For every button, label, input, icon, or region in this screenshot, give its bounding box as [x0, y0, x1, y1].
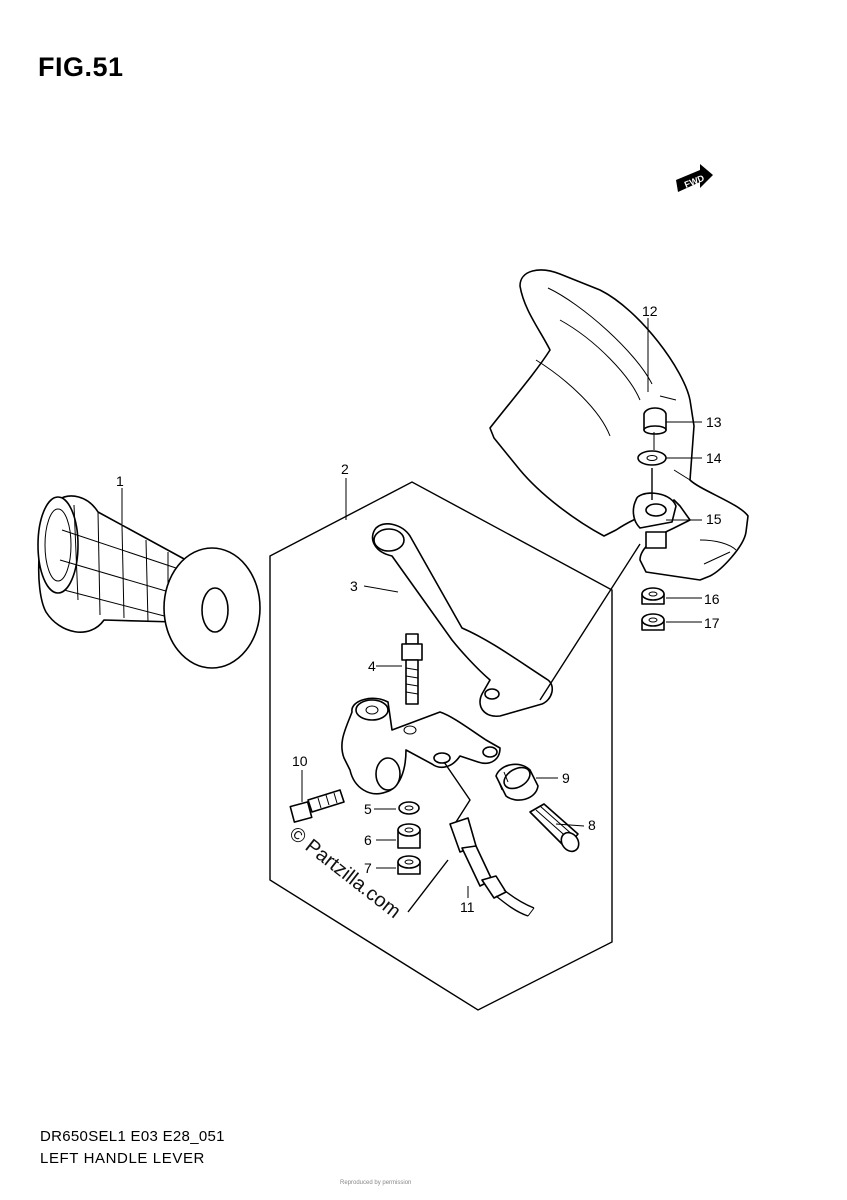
clutch-cable [443, 761, 535, 917]
lock-nut [495, 763, 539, 801]
clutch-lever [371, 523, 554, 717]
pivot-bolt [401, 633, 423, 705]
clamp-screw [289, 789, 345, 823]
spacer-6 [397, 823, 421, 849]
diagram-name: LEFT HANDLE LEVER [40, 1150, 205, 1167]
handle-grip [37, 495, 261, 669]
callout-labels: 1 2 3 4 5 6 7 8 9 10 11 12 13 14 15 16 1… [116, 303, 722, 915]
callout-3: 3 [350, 578, 358, 594]
callout-10: 10 [292, 753, 308, 769]
callout-13: 13 [706, 414, 722, 430]
nut-16 [641, 587, 665, 605]
cable-adjuster [529, 803, 580, 853]
fineprint: Reproduced by permission [340, 1180, 412, 1186]
figure-title: FIG.51 [38, 52, 124, 82]
callout-11: 11 [460, 899, 475, 915]
assembly-outline [269, 481, 613, 1011]
watermark: © Partzilla.com [285, 823, 405, 923]
diagram-code: DR650SEL1 E03 E28_051 [40, 1128, 225, 1145]
callout-15: 15 [706, 511, 722, 527]
nut-7 [397, 855, 421, 875]
callout-14: 14 [706, 450, 722, 466]
callout-8: 8 [588, 817, 596, 833]
spacer-17 [641, 613, 665, 631]
callout-17: 17 [704, 615, 720, 631]
callout-7: 7 [364, 860, 372, 876]
washer-14 [637, 450, 667, 466]
callout-16: 16 [704, 591, 720, 607]
fwd-arrow-icon: FWD [676, 164, 713, 192]
leader-lines [121, 318, 702, 913]
callout-12: 12 [642, 303, 658, 319]
lever-holder [341, 697, 501, 795]
callout-2: 2 [341, 461, 349, 477]
bracket-15 [645, 503, 667, 549]
fwd-label: FWD [683, 173, 706, 190]
callout-6: 6 [364, 832, 372, 848]
callout-4: 4 [368, 658, 376, 674]
cap-nut [643, 407, 667, 435]
callout-5: 5 [364, 801, 372, 817]
callout-1: 1 [116, 473, 124, 489]
washer-5 [398, 801, 420, 815]
callout-9: 9 [562, 770, 570, 786]
